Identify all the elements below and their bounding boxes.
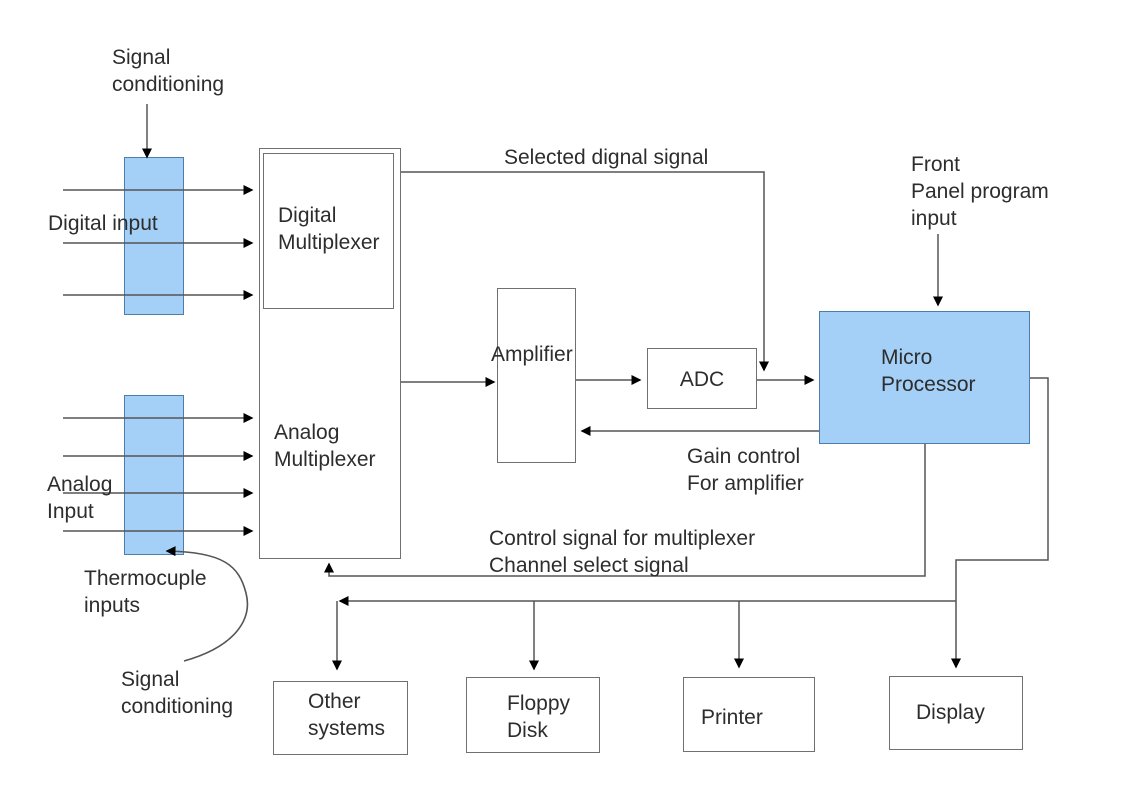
micro-processor-label: Micro Processor (881, 346, 976, 396)
display-label: Display (916, 701, 985, 724)
front-panel-input-label: Front Panel program input (911, 153, 1049, 230)
analog-multiplexer-label: Analog Multiplexer (274, 421, 376, 471)
control-signal-label: Control signal for multiplexer Channel s… (489, 527, 756, 577)
selected-signal-label: Selected dignal signal (504, 146, 709, 169)
gain-control-label: Gain control For amplifier (687, 445, 804, 495)
connector-selected-signal (401, 171, 769, 372)
other-systems-label: Other systems (308, 690, 386, 740)
floppy-disk-box (466, 677, 600, 753)
printer-box (683, 677, 815, 752)
printer-label: Printer (701, 706, 763, 729)
amplifier-label: Amplifier (491, 343, 573, 366)
adc-label: ADC (679, 368, 725, 391)
analog-input-label: Analog Input (47, 473, 113, 523)
amplifier-box (497, 288, 576, 463)
digital-multiplexer-label: Digital Multiplexer (278, 204, 380, 254)
digital-multiplexer-box (263, 153, 394, 309)
digital-input-label: Digital input (48, 212, 158, 235)
signal-conditioning-block-bottom (124, 395, 184, 555)
thermocouple-inputs-label: Thermocuple inputs (84, 567, 207, 617)
signal-conditioning-bottom-label: Signal conditioning (121, 668, 234, 718)
signal-conditioning-block-top (124, 157, 184, 315)
other-systems-box (273, 681, 408, 755)
signal-conditioning-top-label: Signal conditioning (112, 46, 225, 96)
floppy-disk-label: Floppy Disk (507, 692, 571, 742)
display-box (889, 676, 1023, 750)
